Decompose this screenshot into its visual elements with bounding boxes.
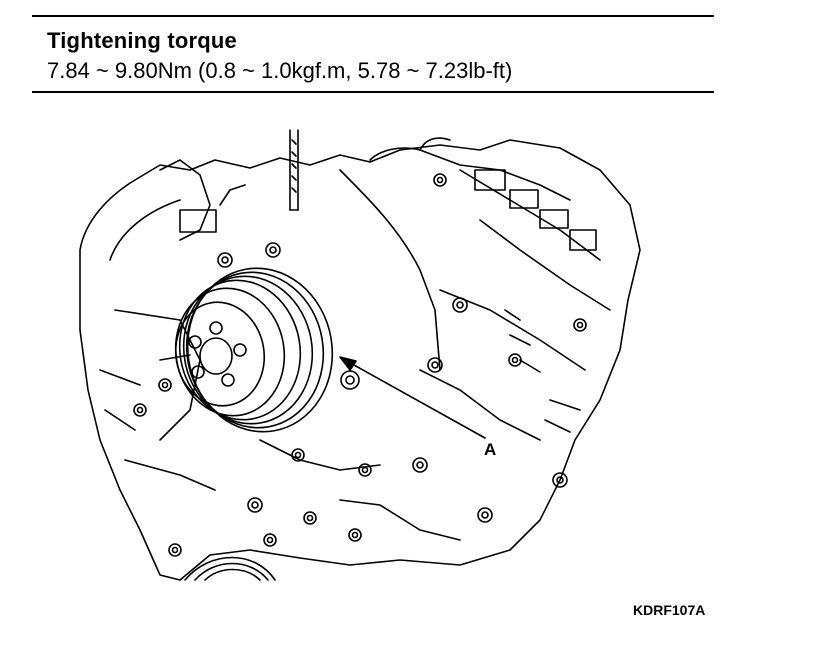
engine-illustration <box>79 129 641 581</box>
bottom-rule <box>32 91 714 93</box>
figure-code: KDRF107A <box>633 602 706 618</box>
top-rule <box>32 15 714 17</box>
callout-arrow <box>339 356 486 439</box>
torque-value: 7.84 ~ 9.80Nm (0.8 ~ 1.0kgf.m, 5.78 ~ 7.… <box>47 58 513 83</box>
engine-block-outline <box>79 139 641 581</box>
crank-pulley <box>184 556 276 581</box>
bolts <box>133 173 587 557</box>
top-fittings <box>159 129 597 251</box>
water-pump-pulley <box>174 267 334 433</box>
torque-title: Tightening torque <box>47 28 237 53</box>
callout-label-a: A <box>484 440 497 459</box>
